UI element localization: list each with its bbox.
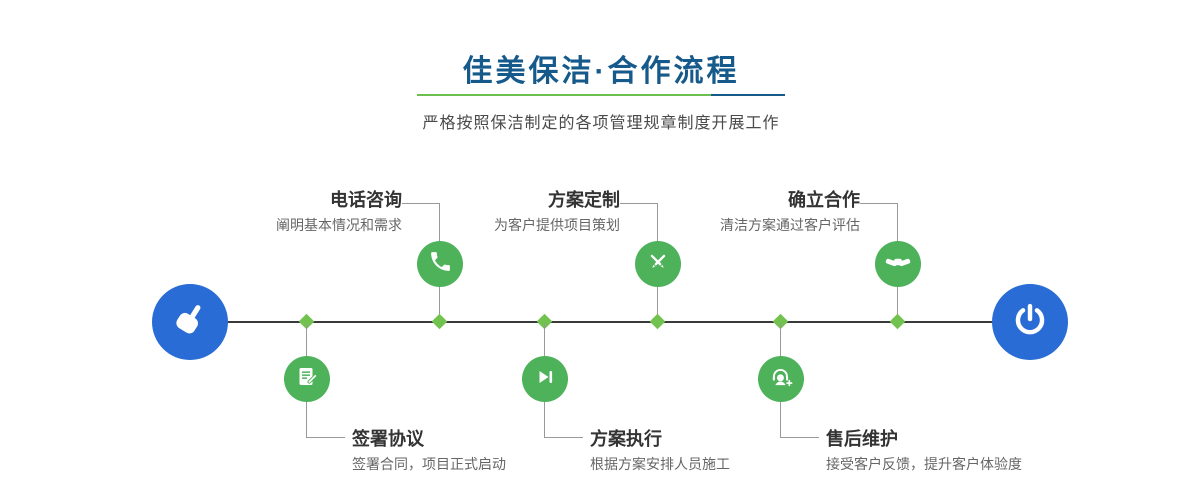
underline-green-segment [417, 94, 711, 96]
connector-line [897, 287, 898, 321]
connector-line [860, 203, 898, 204]
step-node [635, 241, 681, 287]
connector-line [657, 203, 658, 241]
step-node [875, 241, 921, 287]
timeline-line [190, 321, 1030, 323]
support-icon [768, 364, 794, 395]
connector-line [439, 287, 440, 321]
timeline-end-node [992, 284, 1068, 360]
connector-line [544, 323, 545, 356]
connector-line [544, 402, 545, 438]
step-desc: 阐明基本情况和需求 [276, 217, 402, 233]
step-title: 签署协议 [352, 429, 424, 449]
step-title: 确立合作 [788, 190, 860, 210]
connector-line [780, 323, 781, 356]
connector-line [439, 203, 440, 241]
step-node [417, 241, 463, 287]
underline-blue-segment [711, 94, 785, 96]
step-node [758, 356, 804, 402]
step-node [522, 356, 568, 402]
connector-line [897, 203, 898, 241]
page-title: 佳美保洁·合作流程 [462, 55, 740, 88]
step-desc: 签署合同，项目正式启动 [352, 456, 506, 472]
timeline-node-diamond [431, 313, 448, 330]
connector-line [545, 437, 583, 438]
phone-icon [428, 249, 453, 279]
connector-line [306, 323, 307, 356]
step-desc: 根据方案安排人员施工 [590, 456, 730, 472]
step-title: 方案执行 [590, 429, 662, 449]
step-title: 电话咨询 [330, 190, 402, 210]
step-title: 售后维护 [826, 429, 898, 449]
page-subtitle: 严格按照保洁制定的各项管理规章制度开展工作 [422, 115, 780, 132]
power-icon [1011, 301, 1049, 344]
pointing-hand-icon [169, 299, 211, 346]
connector-line [402, 203, 440, 204]
connector-line [781, 437, 819, 438]
connector-line [306, 402, 307, 438]
handshake-icon [884, 248, 912, 281]
timeline-node-diamond [889, 313, 906, 330]
step-node [284, 356, 330, 402]
title-underline [417, 94, 785, 96]
timeline-start-node [152, 284, 228, 360]
design-icon [645, 249, 671, 280]
connector-line [780, 402, 781, 438]
step-desc: 为客户提供项目策划 [494, 217, 620, 233]
contract-icon [295, 365, 319, 394]
step-desc: 清洁方案通过客户评估 [720, 217, 860, 233]
connector-line [657, 287, 658, 321]
connector-line [307, 437, 345, 438]
step-desc: 接受客户反馈，提升客户体验度 [826, 456, 1022, 472]
timeline-node-diamond [649, 313, 666, 330]
execute-icon [533, 365, 557, 394]
step-title: 方案定制 [548, 190, 620, 210]
connector-line [620, 203, 658, 204]
